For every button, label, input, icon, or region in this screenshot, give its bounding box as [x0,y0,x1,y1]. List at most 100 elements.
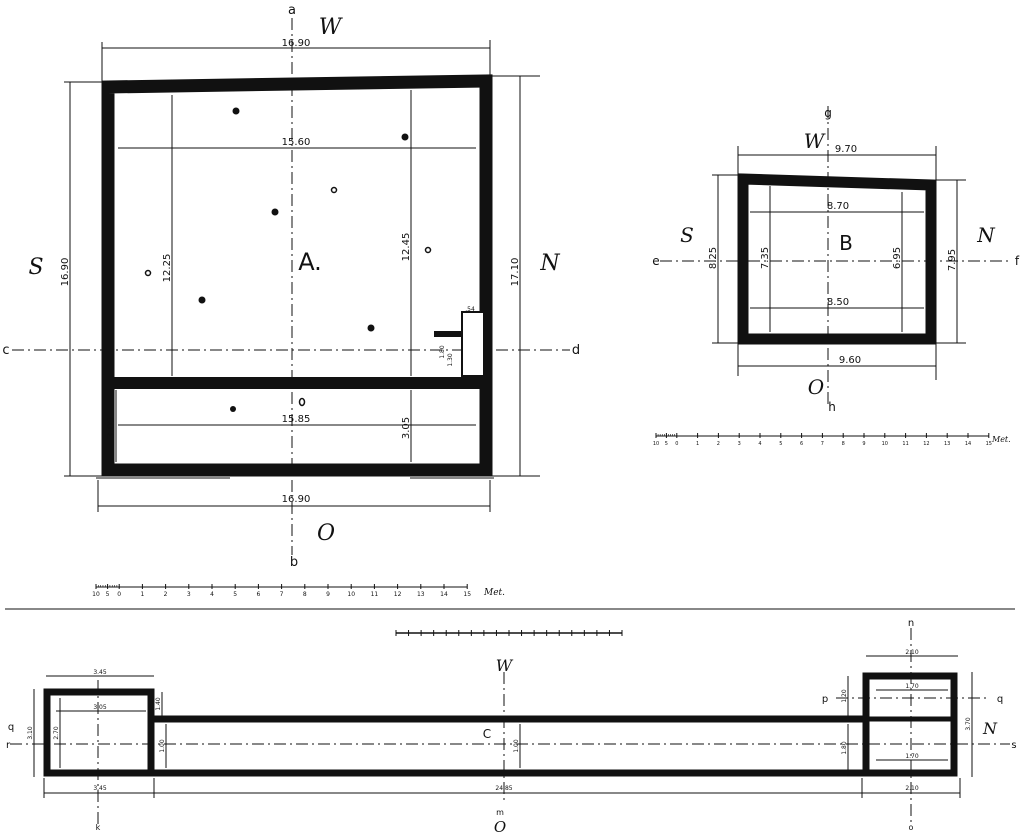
plan-c-dim-right-room-inner: 1.70 [905,683,919,690]
plan-b-dim-inner-top: 8.70 [827,201,849,212]
scale-tick-label: 4 [758,441,761,447]
plan-c-dim-right-room-width: 2.10 [905,649,919,656]
plan-a-dim-niche-h: 1.80 [439,345,446,359]
plan-c-dim-left-outer-h: 3.10 [27,726,34,740]
plan-a-scale-unit: Met. [483,588,505,598]
plan-c-dim-corridor-left-inner: 1.00 [159,739,166,753]
plan-c-dim-corridor-left-h: 1.40 [155,697,162,711]
plan-c-dim-left-room-inner: 3.05 [93,704,107,711]
plan-a-dim-top: 16.90 [282,38,311,49]
scale-tick-label: 15 [463,591,471,598]
scale-tick-label: 1 [696,441,699,447]
scale-tick-label: 9 [862,441,865,447]
scale-tick-label: 6 [800,441,803,447]
scale-tick-label: 5 [106,591,110,598]
scale-tick-label: 10 [653,441,659,447]
plan-c-mark-q-left: q [8,722,14,733]
plan-b-compass-east: O [808,375,824,399]
pillar [144,269,152,277]
pillar [330,186,338,194]
plan-b-mark-f: f [1015,254,1020,268]
plan-a-dim-right-height: 17.10 [510,258,521,287]
scale-tick-label: 10 [882,441,888,447]
plan-a-compass-south: S [28,255,43,280]
scale-tick-label: 5 [233,591,237,598]
plan-c-compass-north: N [982,719,998,738]
plan-a-dim-inner-width: 15.60 [282,137,311,148]
scale-tick-label: 2 [717,441,720,447]
plan-c-left-room [43,688,155,777]
plan-c-mark-m: m [496,808,504,817]
plan-a-label: A. [298,248,322,276]
pillar [271,208,279,216]
scale-tick-label: 14 [965,441,971,447]
plan-c-mark-k: k [96,823,101,832]
plan-b-dim-bottom: 9.60 [839,355,861,366]
plan-c-dim-bottom-right: 2.10 [905,785,919,792]
plan-c-dim-right-room-lower-inner: 1.70 [905,753,919,760]
plan-b-mark-e: e [652,254,659,268]
plan-c-label: C [483,727,491,741]
scale-tick-label: 9 [326,591,330,598]
plan-c-dim-bottom-left: 3.45 [93,785,107,792]
plan-c-dim-left-inner-h: 2.70 [53,726,60,740]
plan-a-dim-niche-small: .54 [465,306,475,313]
scale-tick-label: 4 [210,591,214,598]
plan-c-dim-bottom-mid: 24.85 [495,785,512,792]
plan-a-dim-porch-width: 15.85 [282,414,311,425]
plan-b-dim-left-outer: 8.25 [708,247,719,269]
plan-a-mark-d: d [572,343,580,358]
scale-tick-label: 0 [117,591,121,598]
plan-a-dim-niche-w: 1.30 [447,353,454,367]
plan-c-dim-right-outer-h: 3.70 [965,717,972,731]
plan-b-compass-north: N [976,223,996,247]
pillar [298,397,306,407]
plan-a-niche-box [461,311,485,377]
plan-a-mark-a: a [288,3,296,18]
plan-c-mark-s: s [1011,740,1016,751]
pillar [198,296,206,304]
plan-c: 3.45 3.05 3.10 2.70 1.40 1.00 1.00 2.10 … [6,618,1017,835]
plan-b-label: B [839,231,853,255]
plan-b-scale-unit: Met. [991,435,1011,444]
scale-tick-label: 12 [394,591,402,598]
plan-b-dim-left-inner: 7.35 [760,247,771,269]
plan-a-dim-porch-right: 3.05 [401,417,412,439]
scale-tick-label: 13 [944,441,950,447]
plan-c-scale-bar [395,630,623,636]
scale-tick-label: 10 [347,591,355,598]
plan-b-dim-right-inner: 6.95 [892,247,903,269]
plan-a: 16.90 15.60 16.90 17.10 12.25 12.45 15.8… [2,3,580,598]
plan-c-dim-corridor-mid: 1.00 [513,739,520,753]
scale-tick-label: 7 [280,591,284,598]
plan-a-dim-bottom: 16.90 [282,494,311,505]
scale-tick-label: 10 [92,591,100,598]
plan-a-compass-north: N [539,251,560,276]
pillar [230,406,236,412]
scale-tick-label: 8 [842,441,845,447]
plan-c-mark-l: l [503,677,505,686]
plan-b-dim-right-outer: 7.95 [947,249,958,271]
plan-b-mark-g: g [824,106,832,120]
plan-b-outer-wall [737,173,937,345]
plan-a-dim-left-height: 16.90 [60,258,71,287]
plan-b-compass-south: S [680,223,694,247]
scale-tick-label: 5 [779,441,782,447]
scale-tick-label: 0 [675,441,678,447]
plan-a-dim-inner-left: 12.25 [162,254,173,283]
plan-a-mark-b: b [290,555,298,570]
pillar [367,324,375,332]
scale-tick-label: 7 [821,441,824,447]
scale-tick-label: 14 [440,591,448,598]
plan-c-compass-west: W [496,656,514,675]
scale-tick-label: 11 [371,591,379,598]
plan-c-dim-right-upper-h: 1.20 [841,689,848,703]
plan-c-compass-east: O [494,818,506,835]
plan-c-mark-r: r [6,740,11,751]
plan-a-outer-wall [101,74,493,477]
plan-b-dim-inner-bottom: 8.50 [827,297,849,308]
plan-c-mark-o: o [909,823,914,832]
